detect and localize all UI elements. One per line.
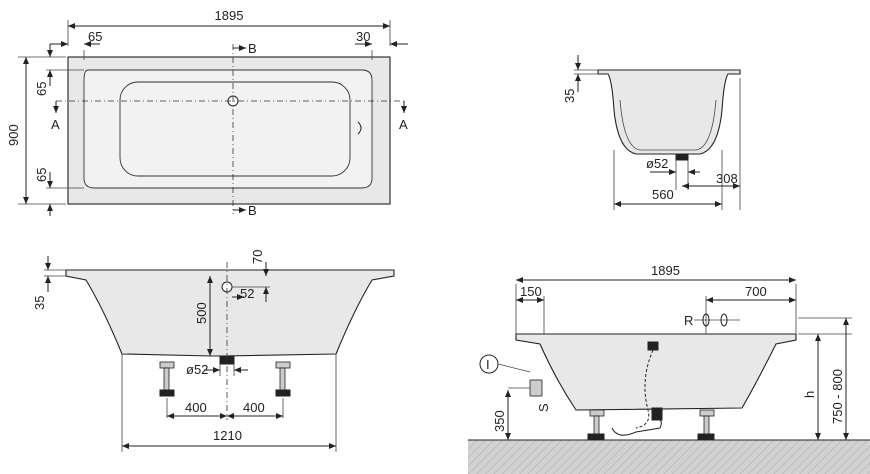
section-b-top: B <box>248 41 257 56</box>
tub-basin <box>119 81 351 177</box>
leg-left <box>159 361 175 397</box>
tub-profile-end <box>597 69 741 155</box>
floor <box>468 440 870 474</box>
install-height-symbol: h <box>802 391 817 398</box>
install-offset-right-label: 700 <box>745 284 767 299</box>
dim-width-label: 900 <box>6 124 21 146</box>
marker-i-label: I <box>486 357 490 372</box>
side-base-width-label: 1210 <box>213 428 242 443</box>
dim-edge-bottom-label: 65 <box>34 168 49 182</box>
side-rim-label: 35 <box>32 296 47 310</box>
side-depth-label: 500 <box>194 302 209 324</box>
side-drain-pos-label: 52 <box>240 286 254 301</box>
overflow-mark <box>357 121 362 135</box>
end-base-width-label: 560 <box>652 187 674 202</box>
side-drain-rise-label: 70 <box>250 250 265 264</box>
top-view: 1895 65 30 900 65 65 A A <box>6 8 408 218</box>
end-drain-label: ø52 <box>646 156 668 171</box>
install-view: 1895 150 700 R I S 350 h 750 - 800 <box>468 263 870 474</box>
install-floor-waste-label: 350 <box>492 410 507 432</box>
end-view: 35 ø52 308 560 <box>562 55 741 210</box>
dim-edge-right-label: 30 <box>356 29 370 44</box>
side-drain-label: ø52 <box>186 362 208 377</box>
marker-s-label: S <box>536 403 551 412</box>
install-offset-left-label: 150 <box>520 284 542 299</box>
install-overflow-label: R <box>684 313 693 328</box>
install-height-range: 750 - 800 <box>830 369 845 424</box>
leg-right <box>275 361 291 397</box>
dim-edge-top-label: 65 <box>34 82 49 96</box>
section-b-bottom: B <box>248 203 257 218</box>
section-a-right: A <box>399 117 408 132</box>
section-a-left: A <box>51 117 60 132</box>
dim-edge-left-label: 65 <box>88 29 102 44</box>
dim-length-label: 1895 <box>215 8 244 23</box>
end-rim-label: 35 <box>562 89 577 103</box>
tub-profile-install <box>515 333 797 411</box>
install-length-label: 1895 <box>651 263 680 278</box>
side-leg-left-label: 400 <box>185 400 207 415</box>
end-drain-offset-label: 308 <box>716 171 738 186</box>
side-leg-right-label: 400 <box>243 400 265 415</box>
side-view: 35 70 52 500 ø52 400 400 1210 <box>32 250 395 452</box>
